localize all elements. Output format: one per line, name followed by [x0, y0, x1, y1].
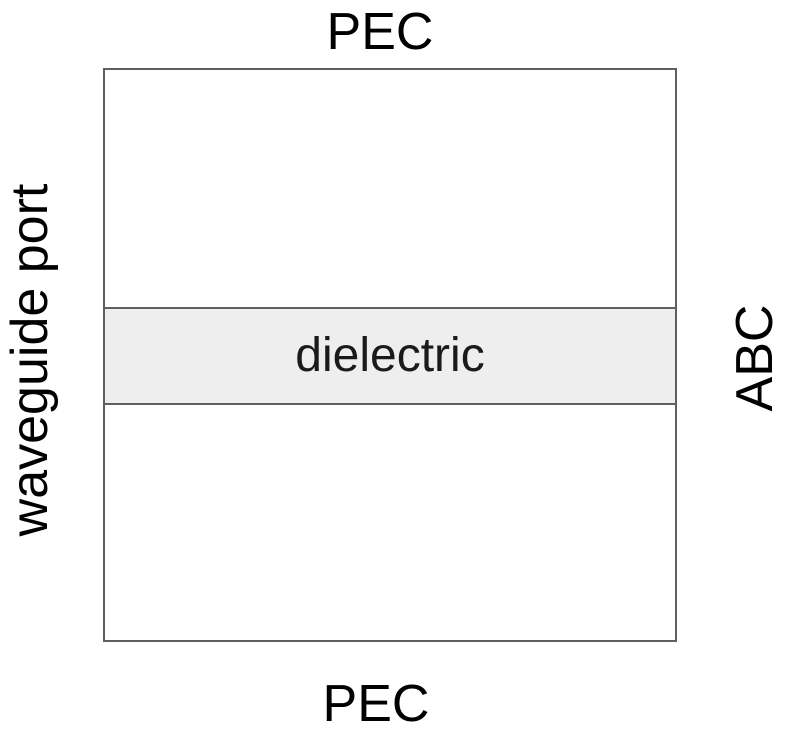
bottom-boundary-label: PEC — [322, 675, 430, 733]
top-boundary-label: PEC — [326, 3, 434, 61]
dielectric-region: dielectric — [105, 307, 675, 405]
simulation-domain-box: dielectric — [103, 68, 677, 642]
left-boundary-label: waveguide port — [1, 183, 59, 537]
right-boundary-label: ABC — [726, 304, 784, 412]
dielectric-label: dielectric — [295, 329, 485, 382]
